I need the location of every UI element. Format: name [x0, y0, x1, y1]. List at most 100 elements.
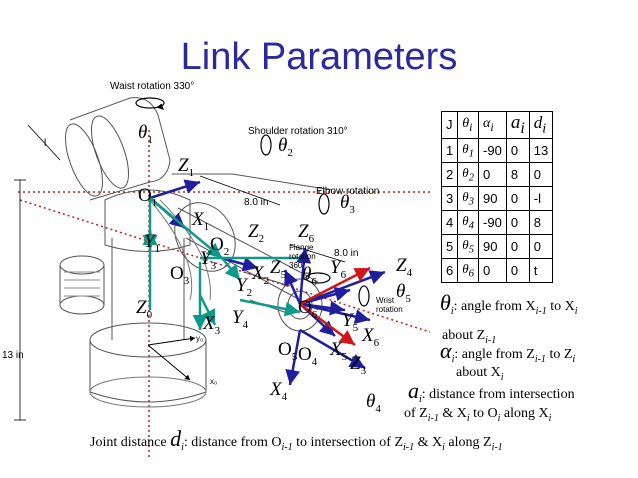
theta-definition-cont: about Zi-1	[442, 328, 497, 346]
cell-theta: θ6	[457, 257, 480, 283]
o1-label: O1	[138, 185, 158, 209]
cell-alpha: -90	[478, 209, 507, 235]
z5-arrow	[283, 269, 302, 305]
cell-d: 8	[528, 209, 554, 235]
x3-label: X3	[203, 313, 221, 337]
motor	[59, 255, 105, 275]
theta6-label: θ6	[302, 264, 317, 288]
dimension-label-4: l	[44, 138, 47, 149]
a-definition: ai: distance from intersection	[408, 378, 575, 405]
x6-label: X6	[362, 325, 380, 349]
guide-line-diagonal	[19, 199, 431, 333]
slide-title: Link Parameters	[180, 36, 458, 78]
dimension-label-2: 8.0 in	[334, 248, 359, 259]
theta5-label: θ5	[396, 281, 411, 305]
z4-arrow	[299, 270, 386, 306]
cell-d: t	[528, 257, 554, 283]
o3-label: O3	[170, 263, 190, 287]
a-definition-cont: of Zi-1 & Xi to Oi along Xi	[404, 406, 552, 424]
cell-a: 0	[505, 233, 530, 259]
waist-rotation-arrow	[135, 97, 165, 109]
z3-arrow	[299, 328, 366, 370]
z2-arrow	[149, 197, 223, 259]
y1-label: Y1	[144, 231, 161, 255]
cell-j: 4	[440, 209, 459, 235]
theta-definition: θi: angle from Xi-1 to Xi	[440, 290, 578, 317]
red-axis-1	[299, 266, 371, 306]
cell-j: 3	[440, 185, 459, 211]
flange-rotation-arrow	[305, 272, 331, 284]
theta4-label: θ4	[366, 391, 381, 415]
table-row: 3 θ3 90 0 -l	[440, 185, 554, 211]
z2-label: Z2	[248, 221, 265, 245]
y3-label: Y3	[200, 248, 217, 272]
x0-label: x₀	[210, 377, 218, 386]
header-d: di	[528, 111, 554, 139]
dimension-label-1: 8.0 in	[244, 197, 269, 208]
z5-label: Z5	[270, 257, 287, 281]
red-axes	[299, 266, 371, 347]
x1-label: X1	[192, 209, 210, 233]
header-j: J	[440, 111, 459, 139]
shoulder-rotation-label: Shoulder rotation 310°	[248, 126, 348, 137]
base-top	[89, 322, 207, 358]
header-theta: θi	[457, 111, 480, 139]
table-row: 6 θ6 0 0 t	[440, 257, 554, 283]
x3-arrow	[198, 294, 217, 326]
o6-label: O6	[298, 297, 318, 321]
o4-label: O4	[298, 344, 318, 368]
x5-label: X5	[330, 339, 348, 363]
teal-axes	[142, 197, 301, 330]
y5-label: Y5	[342, 310, 359, 334]
dimension-lines	[14, 124, 346, 421]
x4-arrow	[285, 329, 302, 386]
z1-label: Z1	[178, 155, 195, 179]
cell-theta: θ4	[457, 209, 480, 235]
alpha-definition-cont: about Xi	[456, 365, 504, 383]
cell-a: 0	[505, 137, 530, 163]
o5-label: O5	[278, 339, 298, 363]
table-row: 1 θ1 -90 0 13	[440, 137, 554, 163]
robot-outline	[59, 97, 333, 408]
cell-j: 2	[440, 161, 459, 187]
cell-a: 0	[505, 185, 530, 211]
z6-label: Z6	[298, 221, 315, 245]
waist-rotation-label: Waist rotation 330°	[110, 81, 195, 92]
table-row: 5 θ5 90 0 0	[440, 233, 554, 259]
base-frame	[147, 335, 196, 381]
upper-arm	[69, 97, 171, 201]
y6-label: Y6	[330, 257, 347, 281]
shoulder-rotation-arrow	[260, 134, 272, 156]
cell-j: 6	[440, 257, 459, 283]
y2-arrow	[221, 257, 241, 281]
header-a: ai	[505, 111, 530, 139]
cell-alpha: 90	[478, 185, 507, 211]
y2-label: Y2	[236, 275, 253, 299]
cell-alpha: 90	[478, 233, 507, 259]
cell-theta: θ3	[457, 185, 480, 211]
theta1-label: θ1	[138, 122, 153, 146]
alpha-definition: αi: angle from Zi-1 to Zi	[440, 338, 576, 365]
cell-d: 0	[528, 233, 554, 259]
header-alpha: αi	[478, 111, 507, 139]
cell-theta: θ5	[457, 233, 480, 259]
dimension-label-3: 13 in	[2, 350, 24, 361]
theta3-label: θ3	[340, 192, 355, 216]
wrist-rotation-arrow	[358, 285, 370, 307]
base-body	[89, 340, 207, 403]
cell-j: 5	[440, 233, 459, 259]
cell-a: 8	[505, 161, 530, 187]
z3-label: Z3	[350, 353, 367, 377]
cell-theta: θ2	[457, 161, 480, 187]
y5-arrow	[299, 300, 346, 316]
table-header-row: J θi αi ai di	[440, 111, 554, 139]
rotation-arrows	[135, 97, 370, 307]
theta2-label: θ2	[278, 135, 293, 159]
cell-j: 1	[440, 137, 459, 163]
cell-a: 0	[505, 257, 530, 283]
cell-alpha: 0	[478, 257, 507, 283]
waist-column	[111, 238, 185, 340]
cell-alpha: -90	[478, 137, 507, 163]
